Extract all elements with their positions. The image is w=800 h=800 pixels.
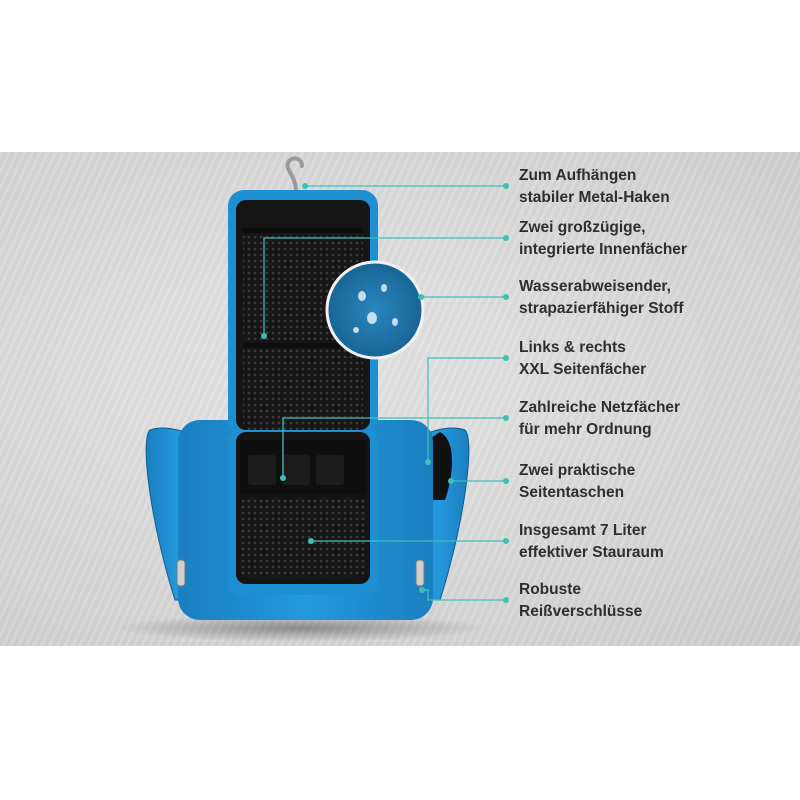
textured-background	[0, 152, 800, 646]
feature-capacity: Insgesamt 7 Liter effektiver Stauraum	[519, 520, 789, 564]
feature-line: integrierte Innenfächer	[519, 241, 687, 258]
feature-line: strapazierfähiger Stoff	[519, 300, 684, 317]
zipper-pull-left	[176, 559, 186, 587]
feature-line: Wasserabweisender,	[519, 278, 671, 295]
feature-side-pockets: Zwei praktische Seitentaschen	[519, 460, 789, 504]
feature-line: Links & rechts	[519, 339, 626, 356]
feature-zippers: Robuste Reißverschlüsse	[519, 579, 789, 623]
feature-line: für mehr Ordnung	[519, 421, 652, 438]
callout-lines	[263, 185, 506, 601]
feature-inner-pockets: Zwei großzügige, integrierte Innenfächer	[519, 217, 789, 261]
feature-line: Zum Aufhängen	[519, 167, 637, 184]
feature-mesh-pockets: Zahlreiche Netzfächer für mehr Ordnung	[519, 397, 789, 441]
floor-shadow	[115, 614, 485, 642]
feature-fabric: Wasserabweisender, strapazierfähiger Sto…	[519, 276, 789, 320]
feature-side-compartments: Links & rechts XXL Seitenfächer	[519, 337, 789, 381]
feature-line: Zwei großzügige,	[519, 219, 646, 236]
fabric-detail-circle	[325, 260, 425, 360]
middle-inner-pocket	[243, 345, 363, 430]
feature-line: Reißverschlüsse	[519, 603, 643, 620]
feature-line: Seitentaschen	[519, 484, 625, 501]
zipper-pull-right	[415, 559, 425, 587]
feature-line: XXL Seitenfächer	[519, 361, 647, 378]
feature-hook: Zum Aufhängen stabiler Metal-Haken	[519, 165, 789, 209]
feature-line: Zahlreiche Netzfächer	[519, 399, 681, 416]
callout-dots	[261, 183, 509, 603]
feature-line: effektiver Stauraum	[519, 544, 664, 561]
metal-hook	[285, 156, 304, 194]
feature-line: Insgesamt 7 Liter	[519, 522, 647, 539]
feature-line: Zwei praktische	[519, 462, 636, 479]
feature-line: stabiler Metal-Haken	[519, 189, 670, 206]
feature-line: Robuste	[519, 581, 581, 598]
